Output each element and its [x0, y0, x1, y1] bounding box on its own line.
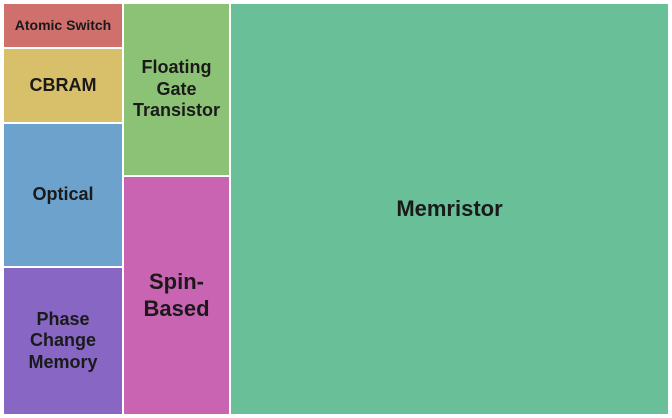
tile-memristor: Memristor	[230, 3, 669, 415]
tile-optical: Optical	[3, 123, 123, 267]
tile-spin-based: Spin-Based	[123, 176, 230, 415]
tile-cbram: CBRAM	[3, 48, 123, 123]
tile-floating-gate-transistor: Floating Gate Transistor	[123, 3, 230, 176]
tile-phase-change-memory: Phase Change Memory	[3, 267, 123, 415]
tile-atomic-switch: Atomic Switch	[3, 3, 123, 48]
